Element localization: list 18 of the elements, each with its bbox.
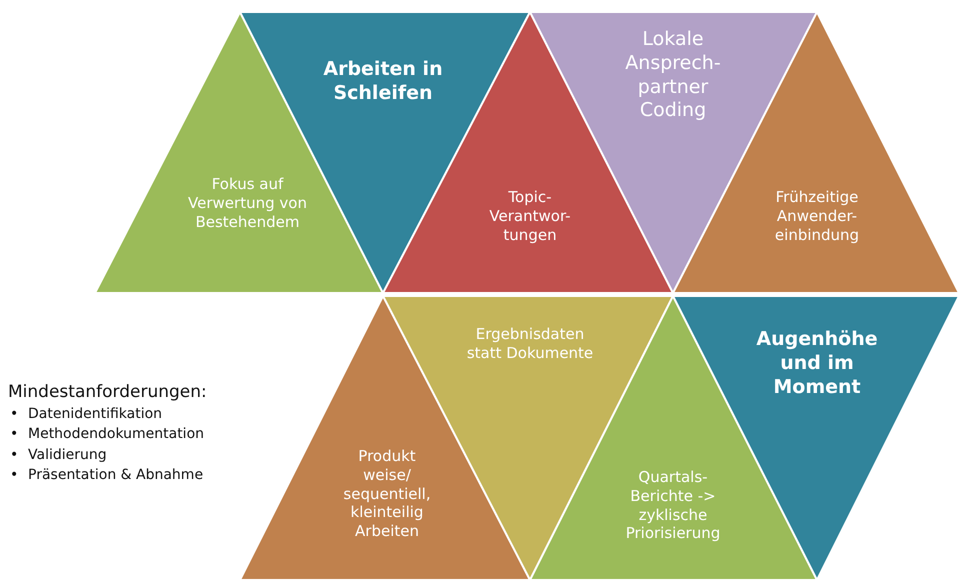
bullet-mark: • xyxy=(9,425,20,444)
bullet-mark: • xyxy=(9,446,20,465)
tile-text: Augenhöhe und im Moment xyxy=(755,328,879,400)
list-item: Methodendokumentation xyxy=(28,426,204,442)
tile-text: Frühzeitige Anwender-einbindung xyxy=(774,188,860,244)
tile-text: Ergebnisdaten statt Dokumente xyxy=(466,325,594,362)
list-item: Validierung xyxy=(28,446,107,463)
list-heading: Mindestanforderungen: xyxy=(8,382,207,402)
list-item: Präsentation & Abnahme xyxy=(28,466,204,483)
tile-text: Topic-Verantwor-tungen xyxy=(488,188,572,244)
tile-text: Arbeiten in Schleifen xyxy=(322,58,444,106)
bullet-mark: • xyxy=(9,466,20,485)
list-item: Datenidentifikation xyxy=(28,406,162,422)
tile-text: Produkt weise/ sequentiell, kleinteilig Arbeiten xyxy=(342,447,432,541)
tile-text: Lokale Ansprech-partner Coding xyxy=(624,28,722,123)
tile-text: Fokus auf Verwertung von Bestehendem xyxy=(187,175,308,232)
tile-text: Quartals-Berichte -> zyklische Priorisierung xyxy=(624,468,722,543)
bullet-mark: • xyxy=(9,405,20,424)
